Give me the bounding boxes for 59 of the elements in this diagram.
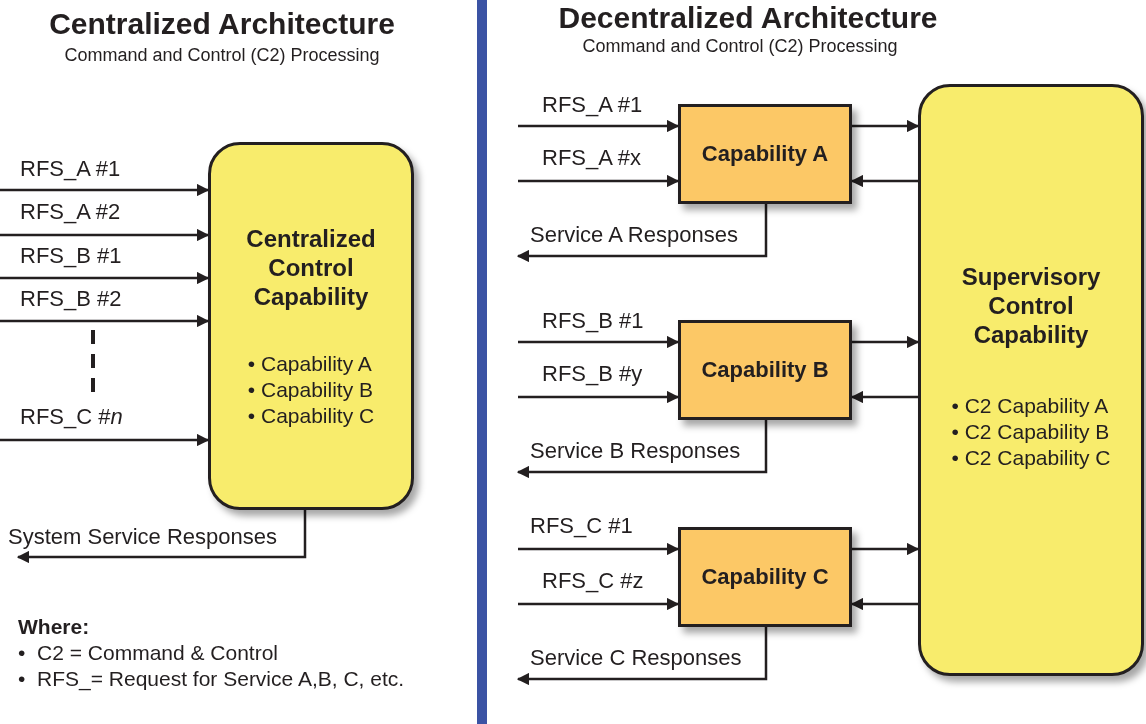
section-heading: Centralized Architecture xyxy=(48,6,396,42)
box-title: Capability A xyxy=(700,140,830,168)
list-item: • C2 Capability C xyxy=(951,445,1111,472)
edge-label: Service C Responses xyxy=(530,645,742,671)
edge-label: System Service Responses xyxy=(8,524,277,550)
edge-label: RFS_C #n xyxy=(20,404,123,430)
list-item: • Capability C xyxy=(247,403,375,430)
arrow xyxy=(518,119,680,133)
edge-label: RFS_A #1 xyxy=(20,156,121,182)
edge-label: RFS_B #1 xyxy=(20,243,122,269)
note-text: Where: xyxy=(18,614,90,640)
edge-label: RFS_C #z xyxy=(542,568,644,594)
edge-label: RFS_B #1 xyxy=(542,308,644,334)
list-item: • C2 Capability B xyxy=(951,419,1111,446)
arrow xyxy=(0,183,210,197)
arrow xyxy=(516,627,768,686)
arrow xyxy=(850,174,918,188)
arrow xyxy=(518,597,680,611)
arrow xyxy=(0,314,210,328)
arrow xyxy=(516,420,768,479)
arrow xyxy=(516,204,768,263)
list-item: • C2 Capability A xyxy=(951,393,1110,420)
process-box xyxy=(678,104,852,204)
edge-label: RFS_A #x xyxy=(542,145,642,171)
process-box xyxy=(678,527,852,627)
process-box xyxy=(918,84,1144,676)
arrow xyxy=(850,597,918,611)
arrow xyxy=(518,335,680,349)
box-title: Supervisory Control Capability xyxy=(960,263,1102,350)
edge-label: RFS_A #1 xyxy=(542,92,643,118)
arrow xyxy=(852,335,920,349)
arrow xyxy=(518,390,680,404)
arrow xyxy=(518,174,680,188)
list-item: • Capability A xyxy=(247,351,373,378)
edge-label: RFS_B #y xyxy=(542,361,643,387)
box-title: Capability B xyxy=(700,356,830,384)
note-text: Command and Control (C2) Processing xyxy=(581,36,899,58)
arrow xyxy=(0,271,210,285)
arrow xyxy=(518,542,680,556)
list-item: • Capability B xyxy=(247,377,375,404)
box-title: Centralized Control Capability xyxy=(245,225,377,312)
arrow xyxy=(16,510,307,564)
arrow xyxy=(852,542,920,556)
arrow xyxy=(850,390,918,404)
arrow xyxy=(852,119,920,133)
legend-note: • RFS_= Request for Service A,B, C, etc. xyxy=(18,666,405,692)
section-heading: Decentralized Architecture xyxy=(557,0,939,36)
process-box xyxy=(678,320,852,420)
arrow xyxy=(0,228,210,242)
process-box xyxy=(208,142,414,510)
note-text: Command and Control (C2) Processing xyxy=(63,45,381,67)
edge-label: Service B Responses xyxy=(530,438,741,464)
edge-label: RFS_A #2 xyxy=(20,199,121,225)
box-title: Capability C xyxy=(700,563,830,591)
edge-label: RFS_B #2 xyxy=(20,286,122,312)
edge-label: Service A Responses xyxy=(530,222,738,248)
legend-note: • C2 = Command & Control xyxy=(18,640,279,666)
arrow xyxy=(0,433,210,447)
edge-label: RFS_C #1 xyxy=(530,513,633,539)
